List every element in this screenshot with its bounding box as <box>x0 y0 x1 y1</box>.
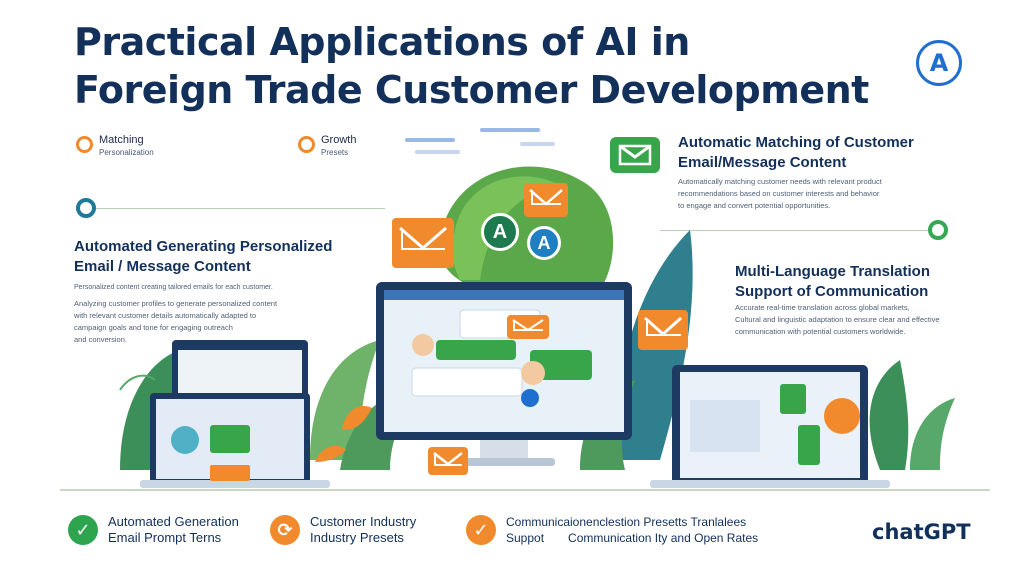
tag-growth: Growth Presets <box>298 134 356 157</box>
gear-check-icon: ⟳ <box>270 515 300 545</box>
email-icon <box>524 183 568 217</box>
title-line-1: Practical Applications of AI in <box>74 20 690 64</box>
translate-a-icon: A <box>481 213 519 251</box>
connector-line <box>95 208 385 209</box>
central-illustration <box>119 166 955 488</box>
tag-matching: Matching Personalization <box>76 134 154 157</box>
message-icon <box>610 137 660 173</box>
ground-line <box>60 489 990 491</box>
decor-dash <box>520 142 555 146</box>
tag-sub: Personalization <box>99 148 154 157</box>
tag-label: Growth <box>321 134 357 146</box>
check-icon: ✓ <box>466 515 496 545</box>
feature-customer-industry: ⟳ Customer Industry Industry Presets <box>270 514 416 546</box>
right-mid-body: Accurate real-time translation across gl… <box>735 303 940 336</box>
left-body: Analyzing customer profiles to generate … <box>74 299 278 344</box>
right-top-body: Automatically matching customer needs wi… <box>678 177 882 210</box>
ring-icon <box>76 136 93 153</box>
decor-dash <box>480 128 540 132</box>
email-icon <box>428 447 468 475</box>
ring-icon <box>298 136 315 153</box>
email-icon <box>507 315 549 339</box>
translate-a-icon: A <box>527 226 561 260</box>
timeline-node-icon <box>76 198 96 218</box>
brand-badge-icon: A <box>916 40 962 86</box>
title-line-2: Foreign Trade Customer Development <box>74 68 869 112</box>
decor-dash <box>415 150 460 154</box>
right-top-heading: Automatic Matching of Customer Email/Mes… <box>678 134 914 171</box>
left-heading: Automated Generating Personalized Email … <box>74 238 333 275</box>
check-icon: ✓ <box>68 515 98 545</box>
timeline-node-icon <box>928 220 948 240</box>
email-icon <box>392 218 454 268</box>
email-icon <box>638 310 688 350</box>
connector-line <box>660 230 930 231</box>
left-lead: Personalized content creating tailored e… <box>74 284 273 291</box>
tag-label: Matching <box>99 134 144 146</box>
page-title: Practical Applications of AI in Foreign … <box>74 18 874 114</box>
feature-automated-generation: ✓ Automated Generation Email Prompt Tern… <box>68 514 239 546</box>
feature-communication: ✓ Communicaionenclestion Presetts Tranla… <box>466 514 758 546</box>
chatgpt-brand: chatGPT <box>872 520 971 544</box>
decor-dash <box>405 138 455 142</box>
tag-sub: Presets <box>321 148 349 157</box>
right-mid-heading: Multi-Language Translation Support of Co… <box>735 263 931 300</box>
